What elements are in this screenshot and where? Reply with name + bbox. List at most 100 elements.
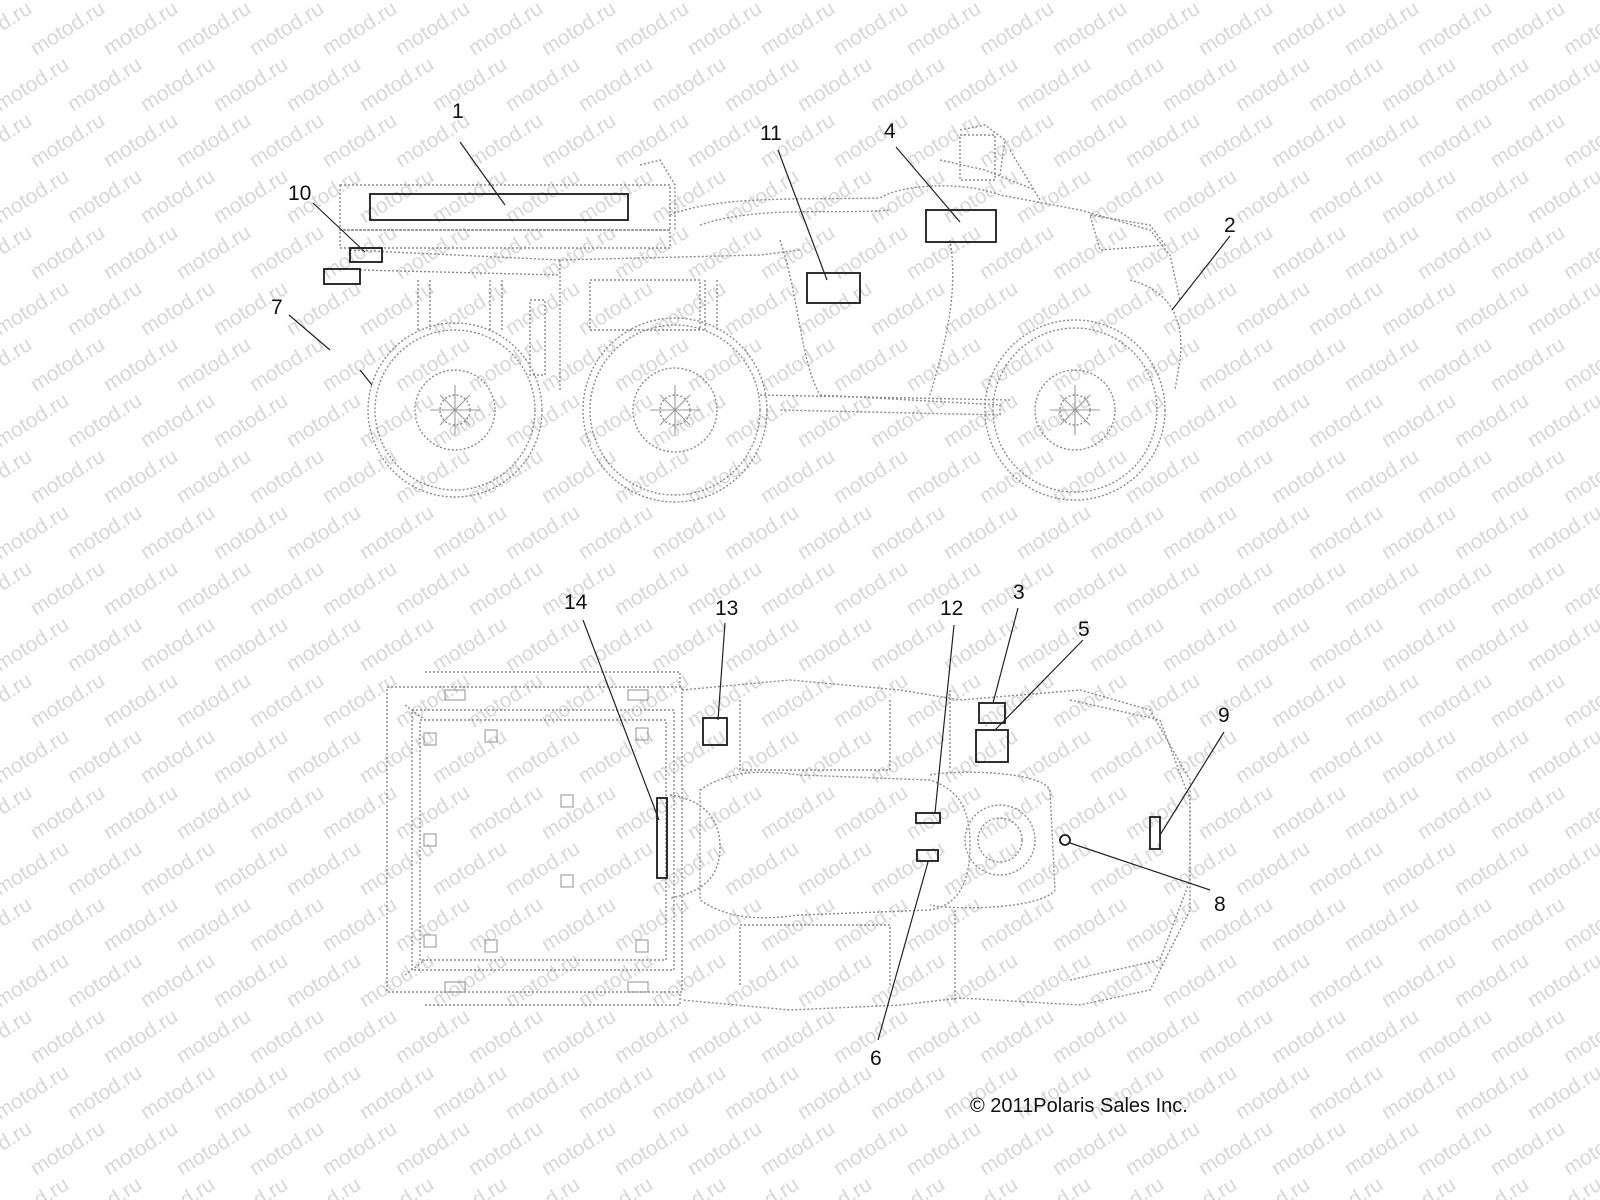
watermark-text: motod.ru bbox=[0, 0, 73, 4]
watermark-text: motod.ru bbox=[0, 837, 73, 900]
watermark-text: motod.ru bbox=[0, 333, 36, 396]
rear-wheel-1 bbox=[367, 322, 543, 498]
watermark-text: motod.ru bbox=[501, 165, 583, 228]
watermark-text: motod.ru bbox=[501, 53, 583, 116]
watermark-text: motod.ru bbox=[209, 389, 291, 452]
watermark-text: motod.ru bbox=[318, 0, 400, 60]
watermark-text: motod.ru bbox=[464, 445, 546, 508]
watermark-text: motod.ru bbox=[756, 333, 838, 396]
watermark-text: motod.ru bbox=[1048, 781, 1130, 844]
watermark-text: motod.ru bbox=[501, 949, 583, 1012]
watermark-text: motod.ru bbox=[1413, 893, 1495, 956]
watermark-text: motod.ru bbox=[939, 53, 1021, 116]
watermark-text: motod.ru bbox=[1413, 221, 1495, 284]
watermark-text: motod.ru bbox=[1194, 669, 1276, 732]
watermark-text: motod.ru bbox=[99, 0, 181, 60]
watermark-text: motod.ru bbox=[464, 1117, 546, 1180]
watermark-text: motod.ru bbox=[975, 1117, 1057, 1180]
watermark-text: motod.ru bbox=[63, 613, 145, 676]
watermark-text: motod.ru bbox=[720, 277, 802, 340]
watermark-text: motod.ru bbox=[63, 277, 145, 340]
watermark-text: motod.ru bbox=[428, 53, 510, 116]
watermark-text: motod.ru bbox=[0, 1005, 36, 1068]
watermark-text: motod.ru bbox=[0, 1061, 73, 1124]
watermark-text: motod.ru bbox=[1121, 893, 1203, 956]
watermark-text: motod.ru bbox=[99, 333, 181, 396]
watermark-text: motod.ru bbox=[26, 333, 108, 396]
watermark-text: motod.ru bbox=[1340, 893, 1422, 956]
watermark-text: motod.ru bbox=[245, 1005, 327, 1068]
watermark-text: motod.ru bbox=[1012, 389, 1094, 452]
watermark-text: motod.ru bbox=[647, 1173, 729, 1200]
watermark-text: motod.ru bbox=[355, 725, 437, 788]
watermark-text: motod.ru bbox=[720, 725, 802, 788]
watermark-text: motod.ru bbox=[209, 53, 291, 116]
callout-11: 11 bbox=[760, 122, 782, 145]
watermark-text: motod.ru bbox=[26, 1117, 108, 1180]
watermark-text: motod.ru bbox=[501, 837, 583, 900]
watermark-text: motod.ru bbox=[975, 221, 1057, 284]
watermark-text: motod.ru bbox=[464, 781, 546, 844]
watermark-text: motod.ru bbox=[0, 893, 36, 956]
watermark-text: motod.ru bbox=[1304, 837, 1386, 900]
watermark-text: motod.ru bbox=[866, 949, 948, 1012]
watermark-text: motod.ru bbox=[1450, 1173, 1532, 1200]
watermark-text: motod.ru bbox=[1194, 1117, 1276, 1180]
callout-5: 5 bbox=[1078, 618, 1090, 641]
watermark-text: motod.ru bbox=[574, 613, 656, 676]
watermark-text: motod.ru bbox=[793, 613, 875, 676]
watermark-text: motod.ru bbox=[1523, 53, 1600, 116]
watermark-text: motod.ru bbox=[501, 1061, 583, 1124]
decal-9 bbox=[1149, 816, 1161, 850]
watermark-text: motod.ru bbox=[355, 389, 437, 452]
watermark-text: motod.ru bbox=[318, 333, 400, 396]
watermark-text: motod.ru bbox=[355, 1173, 437, 1200]
watermark-text: motod.ru bbox=[1450, 0, 1532, 4]
watermark-text: motod.ru bbox=[0, 669, 36, 732]
watermark-text: motod.ru bbox=[610, 1005, 692, 1068]
watermark-text: motod.ru bbox=[0, 445, 36, 508]
watermark-text: motod.ru bbox=[282, 725, 364, 788]
watermark-text: motod.ru bbox=[1231, 277, 1313, 340]
watermark-text: motod.ru bbox=[1340, 1005, 1422, 1068]
watermark-text: motod.ru bbox=[355, 613, 437, 676]
leader-lines bbox=[288, 141, 1231, 1041]
watermark-text: motod.ru bbox=[1121, 557, 1203, 620]
watermark-text: motod.ru bbox=[318, 109, 400, 172]
watermark-text: motod.ru bbox=[1121, 781, 1203, 844]
watermark-text: motod.ru bbox=[866, 501, 948, 564]
watermark-text: motod.ru bbox=[1559, 0, 1600, 60]
watermark-text: motod.ru bbox=[793, 501, 875, 564]
watermark-text: motod.ru bbox=[1450, 501, 1532, 564]
watermark-text: motod.ru bbox=[975, 445, 1057, 508]
watermark-text: motod.ru bbox=[866, 1061, 948, 1124]
watermark-text: motod.ru bbox=[318, 669, 400, 732]
watermark-text: motod.ru bbox=[282, 1173, 364, 1200]
watermark-text: motod.ru bbox=[975, 893, 1057, 956]
watermark-text: motod.ru bbox=[282, 1061, 364, 1124]
watermark-text: motod.ru bbox=[1267, 781, 1349, 844]
watermark-text: motod.ru bbox=[1377, 1061, 1459, 1124]
watermark-text: motod.ru bbox=[1194, 221, 1276, 284]
watermark-text: motod.ru bbox=[245, 221, 327, 284]
watermark-text: motod.ru bbox=[1559, 1117, 1600, 1180]
watermark-text: motod.ru bbox=[1194, 445, 1276, 508]
watermark-text: motod.ru bbox=[902, 1117, 984, 1180]
watermark-text: motod.ru bbox=[975, 781, 1057, 844]
callout-10: 10 bbox=[288, 182, 311, 205]
watermark-text: motod.ru bbox=[63, 0, 145, 4]
watermark-text: motod.ru bbox=[1559, 333, 1600, 396]
watermark-text: motod.ru bbox=[1413, 557, 1495, 620]
watermark-text: motod.ru bbox=[756, 1117, 838, 1180]
watermark-text: motod.ru bbox=[282, 277, 364, 340]
watermark-text: motod.ru bbox=[1304, 165, 1386, 228]
watermark-text: motod.ru bbox=[829, 221, 911, 284]
watermark-text: motod.ru bbox=[574, 0, 656, 4]
watermark-text: motod.ru bbox=[1304, 1061, 1386, 1124]
watermark-text: motod.ru bbox=[136, 501, 218, 564]
watermark-text: motod.ru bbox=[26, 0, 108, 60]
callouts: 1 2 3 4 5 6 7 8 9 10 11 12 13 14 bbox=[271, 100, 1236, 1070]
watermark-text: motod.ru bbox=[793, 277, 875, 340]
decal-6 bbox=[916, 849, 939, 862]
